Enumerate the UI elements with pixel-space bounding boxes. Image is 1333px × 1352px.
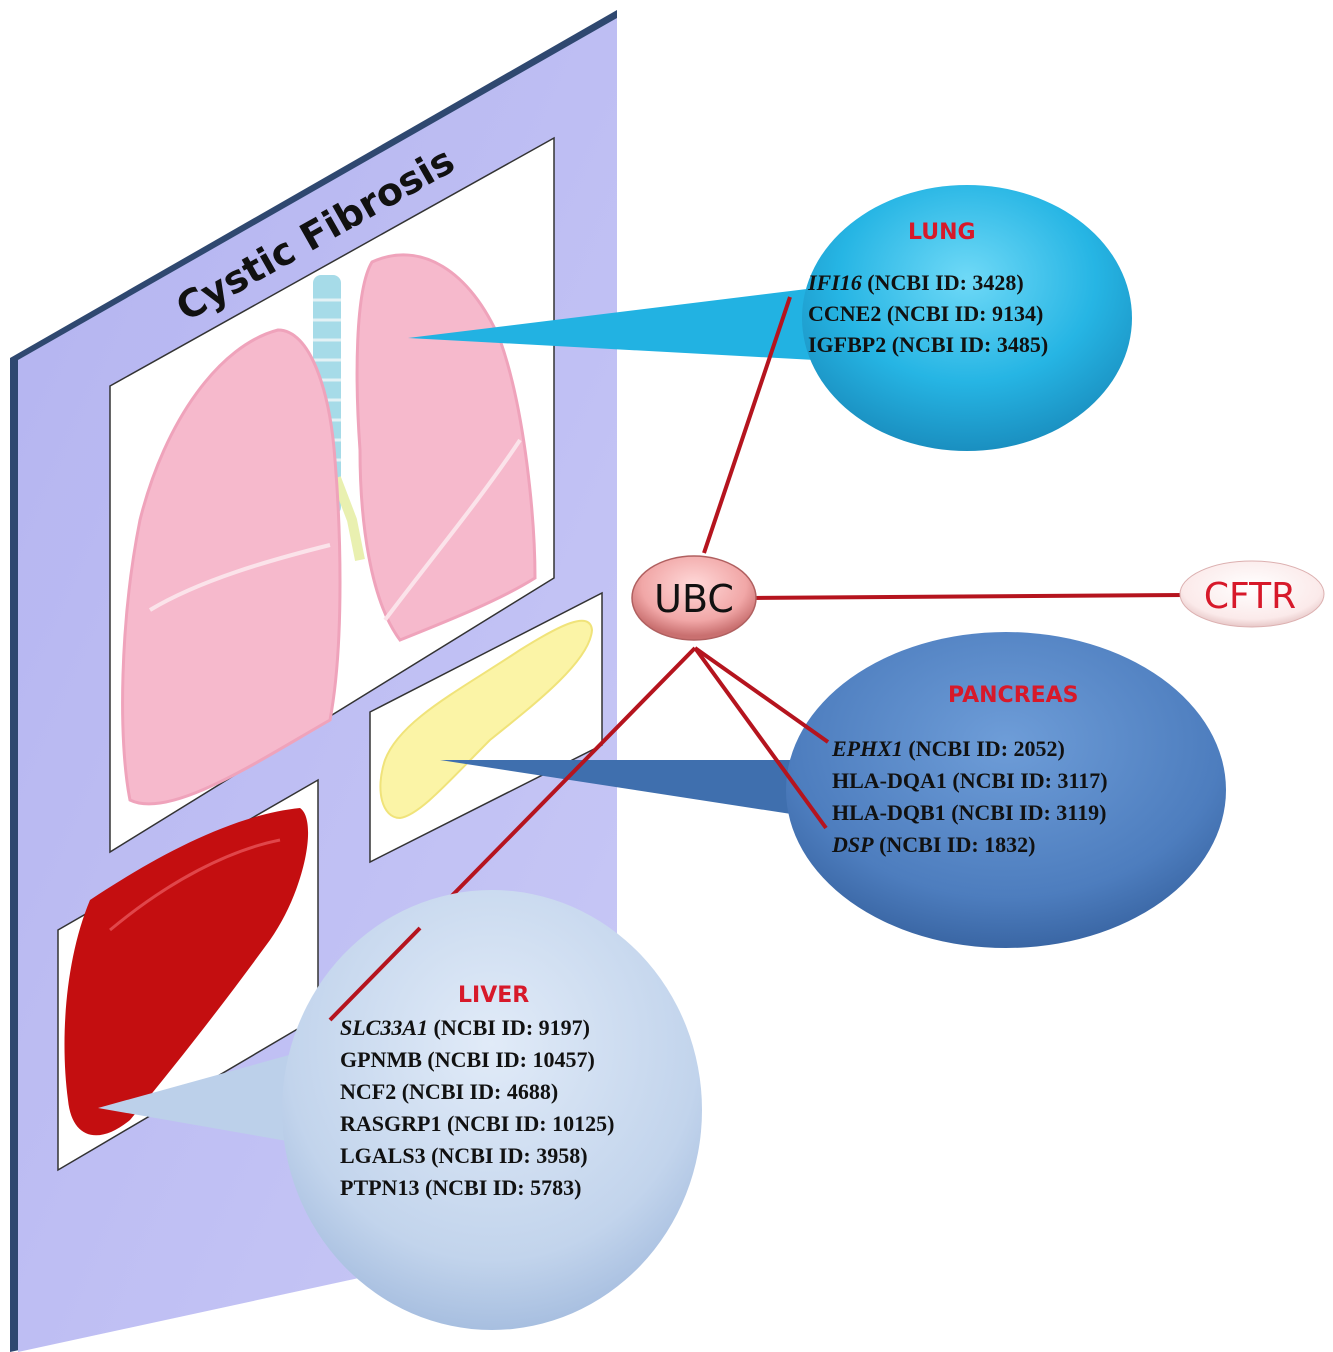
gene-entry: LGALS3 (NCBI ID: 3958) <box>340 1141 614 1173</box>
gene-entry: HLA-DQB1 (NCBI ID: 3119) <box>832 798 1108 830</box>
gene-symbol: DSP <box>832 832 874 857</box>
gene-entry: HLA-DQA1 (NCBI ID: 3117) <box>832 766 1108 798</box>
cftr-node: CFTR <box>1180 561 1324 627</box>
gene-ncbi-id: (NCBI ID: 10457) <box>422 1047 595 1072</box>
gene-symbol: HLA-DQA1 <box>832 768 947 793</box>
gene-ncbi-id: (NCBI ID: 1832) <box>874 832 1036 857</box>
gene-ncbi-id: (NCBI ID: 5783) <box>419 1175 581 1200</box>
gene-symbol: CCNE2 <box>808 301 881 326</box>
gene-entry: IFI16 (NCBI ID: 3428) <box>808 268 1048 299</box>
gene-ncbi-id: (NCBI ID: 3119) <box>946 800 1107 825</box>
gene-ncbi-id: (NCBI ID: 3428) <box>862 270 1024 295</box>
gene-entry: EPHX1 (NCBI ID: 2052) <box>832 734 1108 766</box>
gene-entry: IGFBP2 (NCBI ID: 3485) <box>808 330 1048 361</box>
gene-symbol: IGFBP2 <box>808 332 886 357</box>
gene-ncbi-id: (NCBI ID: 3117) <box>947 768 1108 793</box>
edge-ubc-ephx1 <box>695 648 828 742</box>
edge-ubc-cftr <box>752 595 1185 598</box>
gene-symbol: IFI16 <box>808 270 862 295</box>
gene-symbol: SLC33A1 <box>340 1015 428 1040</box>
gene-ncbi-id: (NCBI ID: 2052) <box>903 736 1065 761</box>
gene-ncbi-id: (NCBI ID: 9134) <box>881 301 1043 326</box>
lung-label: LUNG <box>908 220 976 245</box>
gene-symbol: RASGRP1 <box>340 1111 441 1136</box>
gene-entry: DSP (NCBI ID: 1832) <box>832 830 1108 862</box>
gene-entry: SLC33A1 (NCBI ID: 9197) <box>340 1013 614 1045</box>
cftr-label: CFTR <box>1204 576 1296 617</box>
pancreas-gene-list: EPHX1 (NCBI ID: 2052)HLA-DQA1 (NCBI ID: … <box>832 734 1108 862</box>
gene-entry: PTPN13 (NCBI ID: 5783) <box>340 1173 614 1205</box>
gene-entry: RASGRP1 (NCBI ID: 10125) <box>340 1109 614 1141</box>
gene-symbol: NCF2 <box>340 1079 396 1104</box>
gene-ncbi-id: (NCBI ID: 9197) <box>428 1015 590 1040</box>
gene-entry: NCF2 (NCBI ID: 4688) <box>340 1077 614 1109</box>
gene-ncbi-id: (NCBI ID: 10125) <box>441 1111 614 1136</box>
gene-symbol: LGALS3 <box>340 1143 426 1168</box>
pancreas-label: PANCREAS <box>948 683 1079 708</box>
gene-ncbi-id: (NCBI ID: 3958) <box>426 1143 588 1168</box>
ubc-node: UBC <box>632 556 756 640</box>
gene-symbol: EPHX1 <box>832 736 903 761</box>
ubc-label: UBC <box>654 577 734 621</box>
gene-entry: GPNMB (NCBI ID: 10457) <box>340 1045 614 1077</box>
gene-ncbi-id: (NCBI ID: 4688) <box>396 1079 558 1104</box>
gene-symbol: HLA-DQB1 <box>832 800 946 825</box>
liver-gene-list: SLC33A1 (NCBI ID: 9197)GPNMB (NCBI ID: 1… <box>340 1013 614 1205</box>
gene-entry: CCNE2 (NCBI ID: 9134) <box>808 299 1048 330</box>
liver-label: LIVER <box>458 983 529 1008</box>
lung-gene-list: IFI16 (NCBI ID: 3428)CCNE2 (NCBI ID: 913… <box>808 268 1048 361</box>
gene-symbol: PTPN13 <box>340 1175 419 1200</box>
gene-ncbi-id: (NCBI ID: 3485) <box>886 332 1048 357</box>
gene-symbol: GPNMB <box>340 1047 422 1072</box>
